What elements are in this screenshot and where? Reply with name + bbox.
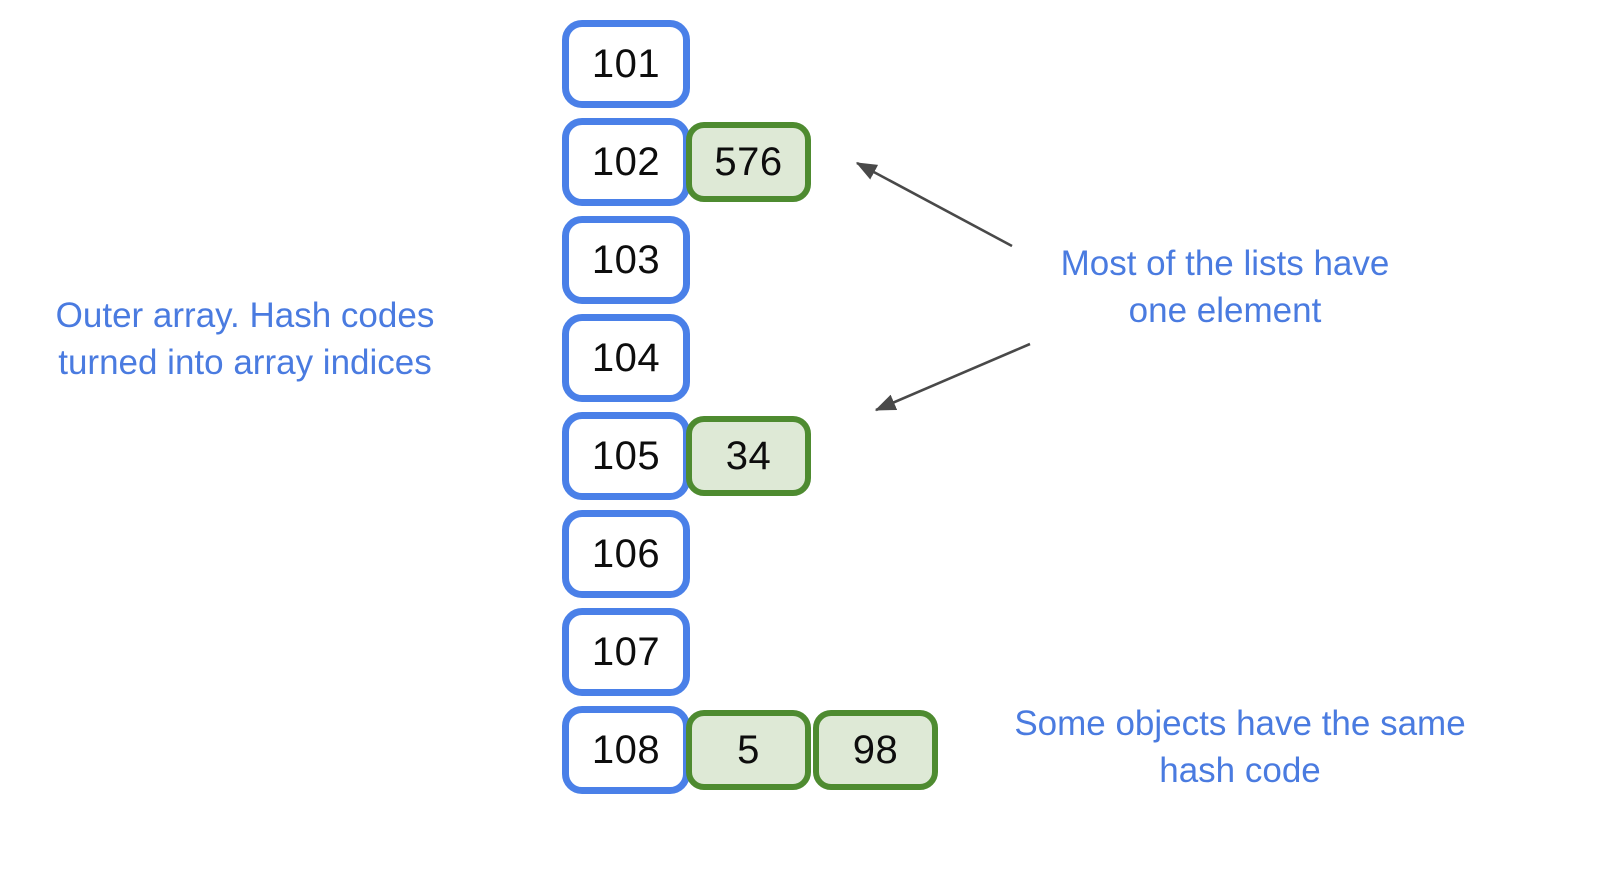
chain-list-105: 34 <box>686 416 811 496</box>
chain-value-label: 34 <box>725 434 772 478</box>
bucket-cell-101[interactable]: 101 <box>562 20 690 108</box>
bucket-index-label: 107 <box>591 630 661 674</box>
bucket-cell-107[interactable]: 107 <box>562 608 690 696</box>
chain-list-108: 5 98 <box>686 710 938 790</box>
chain-value-label: 576 <box>714 140 783 184</box>
chain-list-102: 576 <box>686 122 811 202</box>
bucket-index-label: 102 <box>591 140 661 184</box>
bucket-cell-104[interactable]: 104 <box>562 314 690 402</box>
bucket-cell-108[interactable]: 108 <box>562 706 690 794</box>
bucket-cell-102[interactable]: 102 <box>562 118 690 206</box>
chain-cell[interactable]: 5 <box>686 710 811 790</box>
arrow-to-34 <box>874 342 1031 412</box>
bucket-index-label: 103 <box>591 238 661 282</box>
annotation-outer-array: Outer array. Hash codes turned into arra… <box>55 296 435 383</box>
bucket-index-label: 104 <box>591 336 661 380</box>
bucket-index-label: 106 <box>591 532 661 576</box>
bucket-cell-106[interactable]: 106 <box>562 510 690 598</box>
bucket-index-label: 108 <box>591 728 661 772</box>
chain-cell[interactable]: 34 <box>686 416 811 496</box>
annotation-most-lists: Most of the lists have one element <box>1060 244 1390 331</box>
bucket-index-label: 101 <box>591 42 661 86</box>
bucket-index-label: 105 <box>591 434 661 478</box>
chain-value-label: 98 <box>852 728 899 772</box>
bucket-cell-103[interactable]: 103 <box>562 216 690 304</box>
chain-value-label: 5 <box>737 728 760 772</box>
bucket-cell-105[interactable]: 105 <box>562 412 690 500</box>
chain-cell[interactable]: 576 <box>686 122 811 202</box>
arrow-to-576 <box>855 161 1013 248</box>
chain-cell[interactable]: 98 <box>813 710 938 790</box>
annotation-same-hash: Some objects have the same hash code <box>1014 704 1466 791</box>
